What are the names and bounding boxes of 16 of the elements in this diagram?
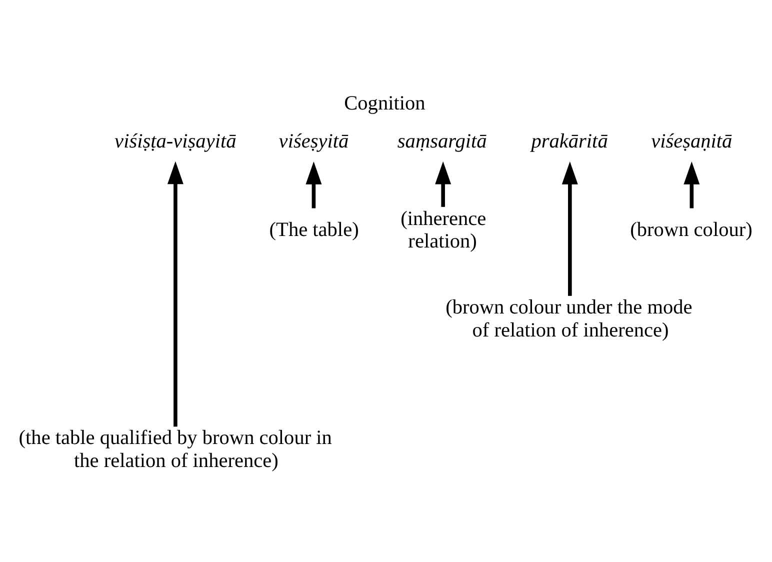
node-text: (brown colour under the mode of relation of inherence) (446, 296, 692, 341)
node-text: (the table qualified by brown colour in the relation of inherence) (18, 426, 332, 472)
node-text: (inherence relation) (400, 207, 486, 252)
node-text: (The table) (269, 218, 359, 241)
diagram-title: Cognition (344, 92, 426, 114)
node-text: (brown colour) (630, 218, 752, 241)
node-text: prakāritā (531, 130, 608, 152)
arrow (562, 160, 578, 296)
arrow (167, 160, 184, 426)
arrow (435, 160, 452, 206)
node-text: viśiṣṭa-viṣayitā (114, 130, 236, 152)
node-text: viśeṣyitā (278, 130, 349, 152)
arrow (684, 161, 700, 208)
node-text: viśeṣaṇitā (651, 130, 732, 152)
node-text: saṃsargitā (397, 130, 487, 152)
arrow (306, 161, 322, 208)
